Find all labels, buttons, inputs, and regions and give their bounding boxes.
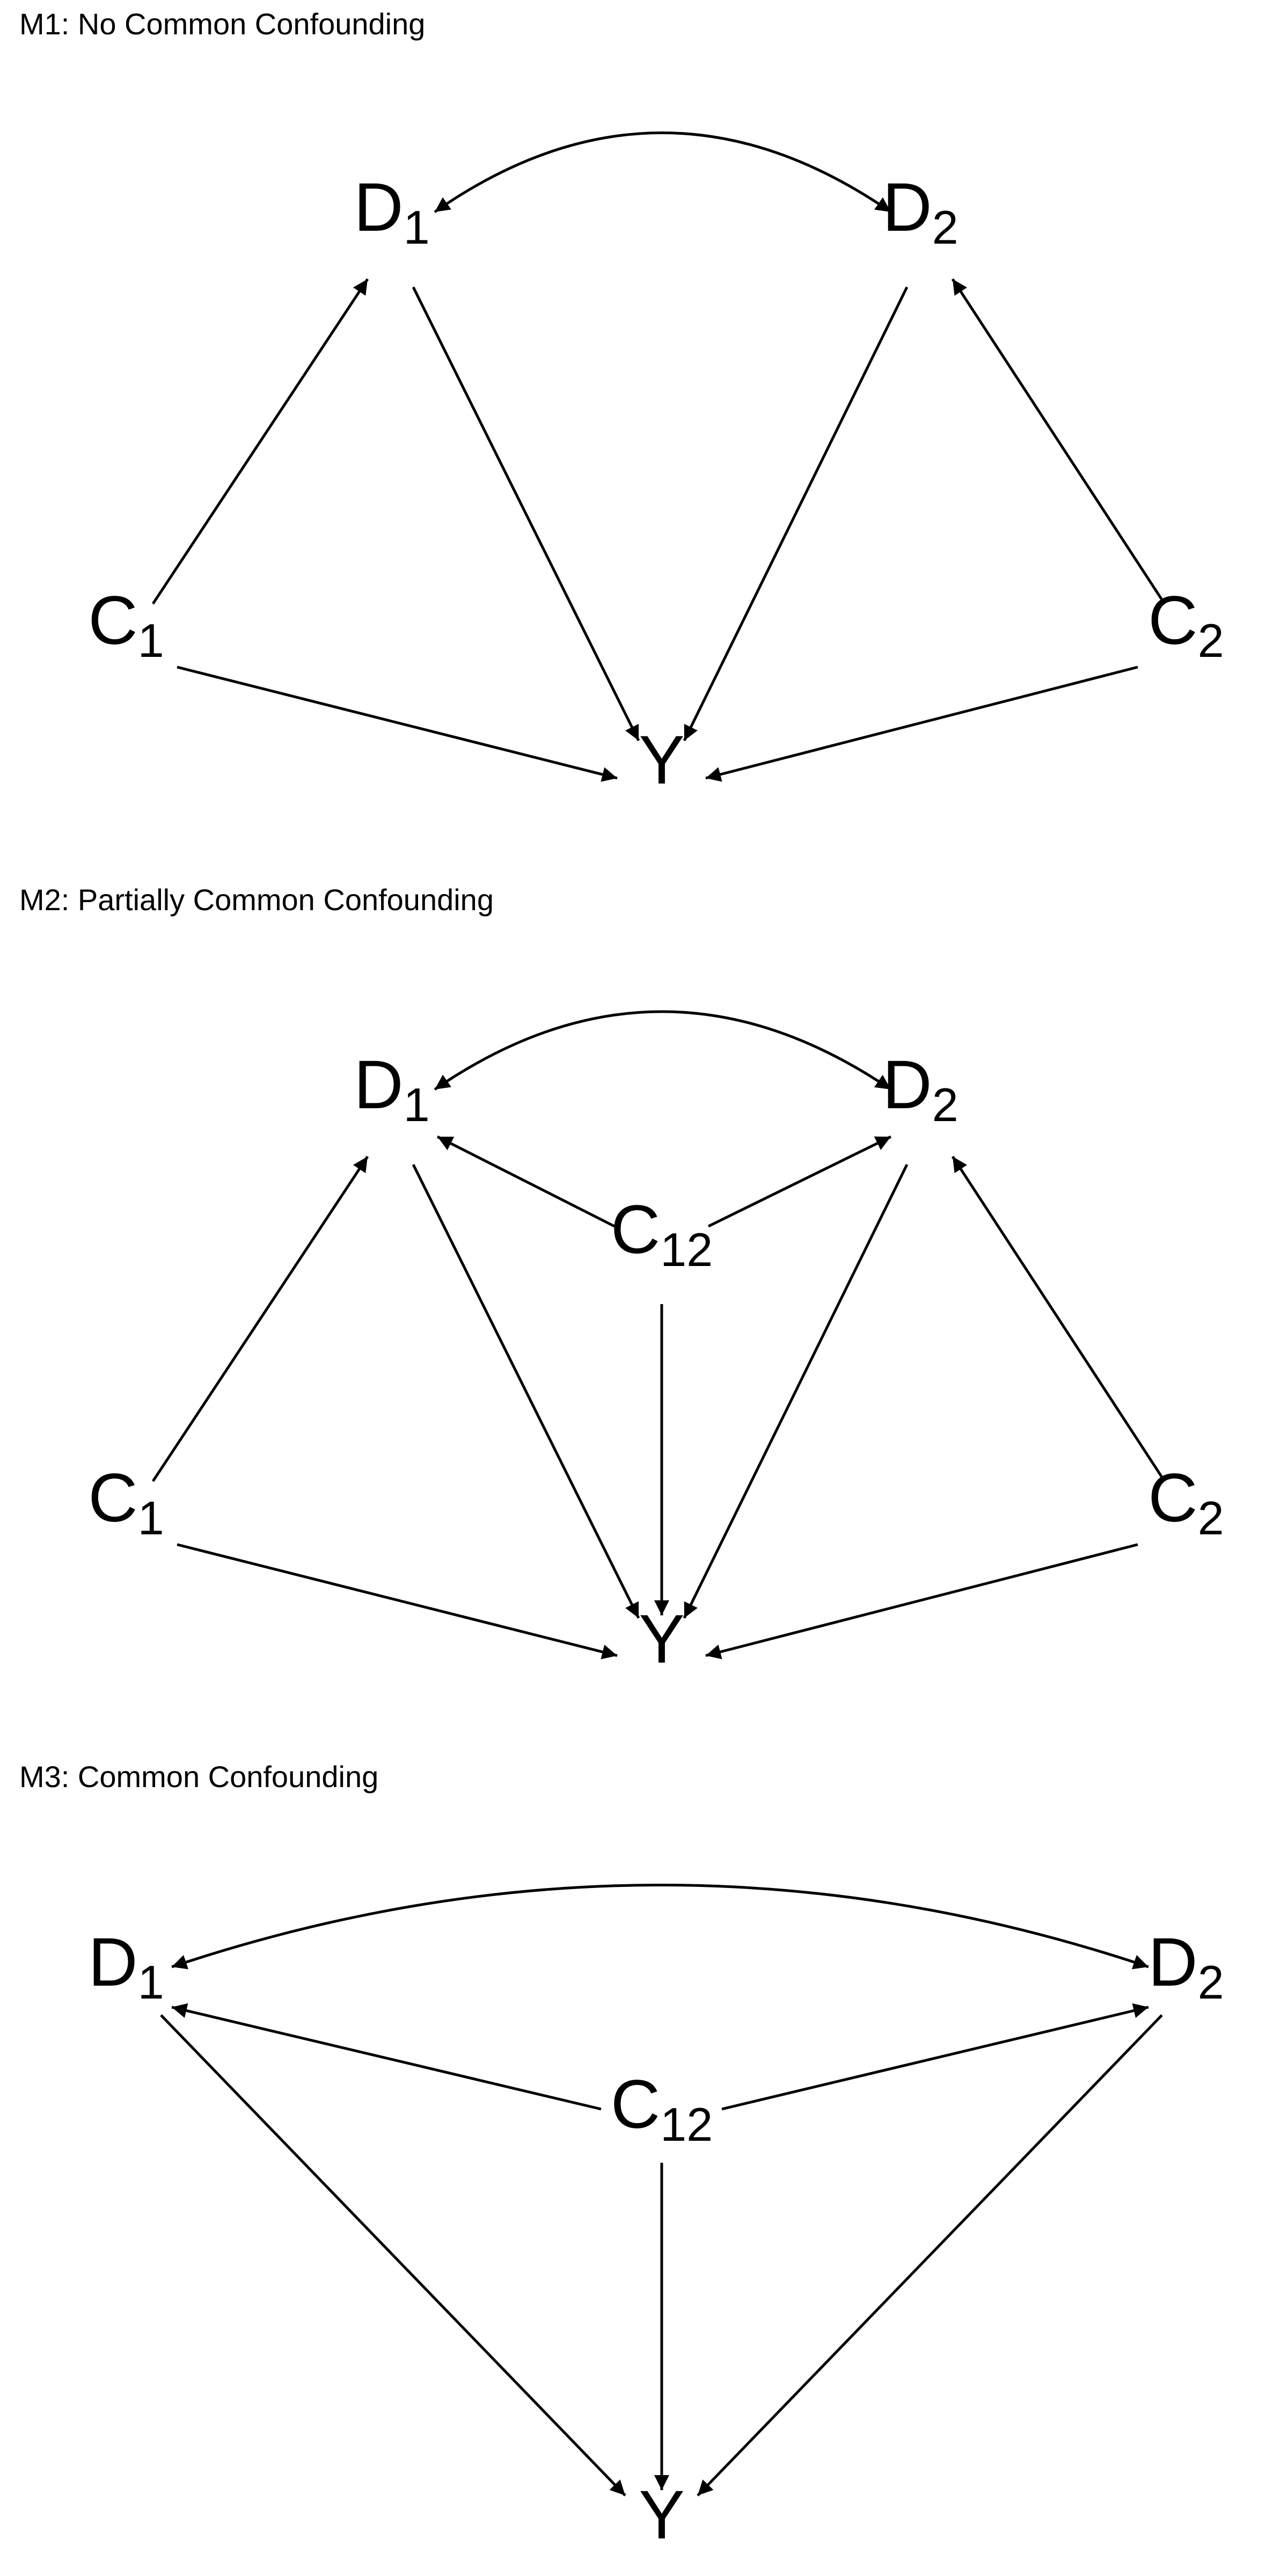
bidirected-edge-D1-D2 xyxy=(434,131,892,214)
bidirected-edge-D1-D2 xyxy=(171,1884,1149,1970)
node-base-label: C xyxy=(1148,582,1197,659)
node-base-label: C xyxy=(88,582,137,659)
node-D1: D1 xyxy=(88,1924,164,2009)
node-base-label: D xyxy=(882,169,932,246)
edge-C2-to-Y xyxy=(705,1543,1138,1659)
node-base-label: Y xyxy=(639,722,684,799)
node-C1: C1 xyxy=(88,582,164,667)
edge-D2-to-Y xyxy=(683,1163,909,1619)
edge-D1-to-Y xyxy=(160,2014,626,2497)
node-C12: C12 xyxy=(611,2066,713,2151)
edge-C12-to-D1 xyxy=(436,1135,616,1228)
node-base-label: C xyxy=(1148,1460,1197,1536)
edge-C12-to-D2 xyxy=(707,1135,892,1228)
node-subscript: 1 xyxy=(404,1078,430,1131)
node-subscript: 1 xyxy=(138,614,164,667)
node-Y: Y xyxy=(639,2477,684,2553)
edge-C2-to-D2 xyxy=(951,278,1166,605)
node-D1: D1 xyxy=(354,169,429,254)
edge-D1-to-Y xyxy=(412,1163,640,1619)
node-Y: Y xyxy=(639,722,684,799)
edge-C1-to-Y xyxy=(177,1543,618,1659)
edge-C2-to-Y xyxy=(705,665,1138,782)
edge-C2-to-D2 xyxy=(951,1155,1166,1482)
node-base-label: D xyxy=(354,169,403,246)
node-C2: C2 xyxy=(1148,582,1224,667)
edge-C12-to-D1 xyxy=(171,2003,602,2111)
bidirected-edge-D1-D2 xyxy=(434,1010,892,1091)
edge-D2-to-Y xyxy=(697,2014,1163,2497)
node-subscript: 12 xyxy=(660,2098,713,2151)
node-base-label: D xyxy=(882,1046,932,1123)
node-base-label: C xyxy=(88,1460,137,1536)
node-C2: C2 xyxy=(1148,1460,1224,1545)
edges-m1 xyxy=(151,131,1166,782)
node-subscript: 1 xyxy=(138,1956,164,2009)
node-D2: D2 xyxy=(1148,1924,1224,2009)
node-base-label: D xyxy=(88,1924,137,2001)
edge-C1-to-D1 xyxy=(151,1155,369,1482)
node-subscript: 2 xyxy=(932,1078,958,1131)
panel-title-m1: M1: No Common Confounding xyxy=(19,7,425,41)
node-base-label: Y xyxy=(639,2477,684,2553)
node-subscript: 2 xyxy=(932,201,958,254)
node-D1: D1 xyxy=(354,1046,429,1131)
node-base-label: D xyxy=(1148,1924,1197,2001)
edge-C12-to-D2 xyxy=(721,2003,1149,2111)
node-base-label: D xyxy=(354,1046,403,1123)
node-D2: D2 xyxy=(882,169,958,254)
node-base-label: Y xyxy=(639,1601,684,1678)
node-subscript: 12 xyxy=(660,1223,713,1276)
node-subscript: 2 xyxy=(1198,1491,1224,1545)
node-C1: C1 xyxy=(88,1460,164,1545)
node-Y: Y xyxy=(639,1601,684,1678)
node-C12: C12 xyxy=(611,1191,713,1276)
node-subscript: 2 xyxy=(1198,1956,1224,2009)
node-D2: D2 xyxy=(882,1046,958,1131)
node-base-label: C xyxy=(611,2066,660,2143)
edge-C1-to-Y xyxy=(177,665,618,782)
node-subscript: 1 xyxy=(138,1491,164,1545)
panel-title-m3: M3: Common Confounding xyxy=(19,1760,378,1794)
node-base-label: C xyxy=(611,1191,660,1268)
panel-title-m2: M2: Partially Common Confounding xyxy=(19,883,494,917)
node-subscript: 2 xyxy=(1198,614,1224,667)
edge-D2-to-Y xyxy=(683,286,909,742)
edge-D1-to-Y xyxy=(412,286,640,742)
edge-C1-to-D1 xyxy=(151,278,369,605)
node-subscript: 1 xyxy=(404,201,430,254)
edges-m2 xyxy=(151,1010,1166,1659)
edges-m3 xyxy=(160,1884,1163,2497)
